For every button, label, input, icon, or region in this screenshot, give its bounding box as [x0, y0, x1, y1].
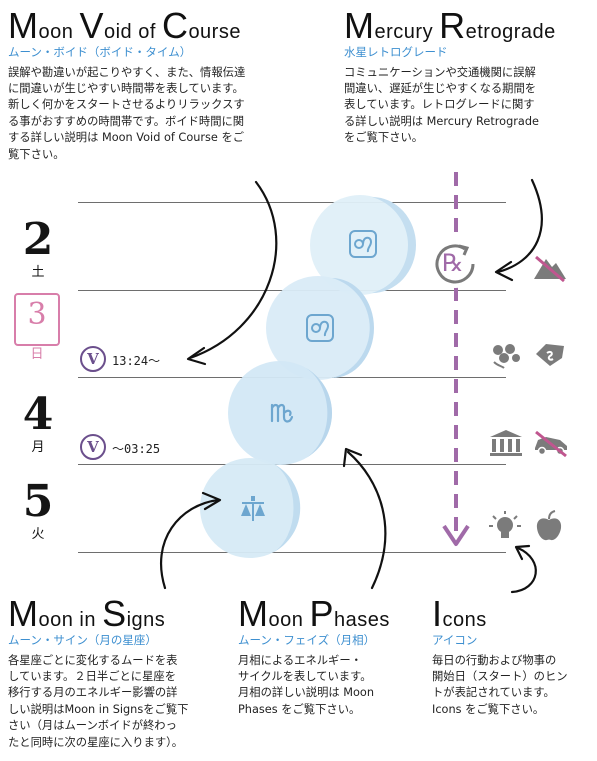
moon-void-description: 誤解や勘違いが起こりやすく、また、情報伝達 に間違いが生じやすい時間帯を表してい…	[8, 65, 246, 161]
bank-icon	[488, 428, 524, 458]
section-moon-phases: Moon Phases ムーン・フェイズ（月相） 月相によるエネルギー・ サイク…	[238, 596, 423, 718]
car-crossed-icon	[532, 428, 570, 458]
section-mercury: Mercury Retrograde 水星レトログレード コミュニケーションや交…	[344, 8, 594, 147]
date-number: 3	[27, 297, 47, 332]
mountain-crossed-icon	[532, 253, 568, 283]
moon-phases-description: 月相によるエネルギー・ サイクルを表しています。 月相の詳しい説明は Moon …	[238, 653, 374, 716]
row-divider	[78, 464, 506, 465]
weekday-label: 日	[30, 347, 44, 362]
retrograde-dashed-arrow	[442, 172, 470, 546]
row-divider	[78, 202, 506, 203]
idea-bulb-icon	[488, 510, 522, 544]
row-divider	[78, 552, 506, 553]
icons-title: Icons	[432, 593, 487, 634]
section-moon-void: Moon Void of Course ムーン・ボイド（ボイド・タイム） 誤解や…	[8, 8, 318, 163]
moon-day-3	[266, 276, 374, 380]
apple-icon	[534, 510, 564, 542]
moon-day-2	[310, 195, 416, 295]
mercury-subtitle: 水星レトログレード	[344, 45, 448, 59]
void-badge-icon: V	[80, 346, 106, 372]
moon-day-5	[200, 458, 301, 558]
date-cell: 4 月	[8, 389, 68, 455]
section-moon-signs: Moon in Signs ムーン・サイン（月の星座） 各星座ごとに変化するムー…	[8, 596, 243, 751]
weekday-label: 土	[31, 265, 45, 280]
moon-signs-title: Moon in Signs	[8, 593, 166, 634]
section-icons: Icons アイコン 毎日の行動および物事の 開始日（スタート）のヒン トが表記…	[432, 596, 592, 718]
date-cell-today: 3 日	[7, 297, 67, 362]
date-cell: 2 土	[8, 214, 68, 280]
icons-description: 毎日の行動および物事の 開始日（スタート）のヒン トが表記されています。 Ico…	[432, 653, 568, 716]
weekday-label: 月	[31, 440, 45, 455]
moon-signs-subtitle: ムーン・サイン（月の星座）	[8, 633, 157, 647]
date-number: 5	[22, 476, 54, 527]
moon-signs-description: 各星座ごとに変化するムードを表 しています。２日半ごとに星座を 移行する月のエネ…	[8, 653, 189, 749]
retrograde-rx-icon: ℞	[431, 240, 479, 288]
mercury-title: Mercury Retrograde	[344, 5, 556, 46]
retrograde-symbol: ℞	[442, 249, 464, 277]
virgo-sign-icon	[268, 399, 296, 427]
void-badge-icon: V	[80, 434, 106, 460]
moon-phases-title: Moon Phases	[238, 593, 390, 634]
today-highlight	[14, 293, 60, 346]
date-cell: 5 火	[8, 476, 68, 542]
leo-sign-icon	[349, 230, 377, 258]
weekday-label: 火	[31, 527, 45, 542]
libra-sign-icon	[238, 494, 268, 524]
void-end-time: 〜03:25	[112, 442, 161, 456]
moon-void-title: Moon Void of Course	[8, 5, 241, 46]
date-number: 2	[22, 214, 54, 265]
mercury-description: コミュニケーションや交通機関に誤解 間違い、遅延が生じやすくなる期間を 表してい…	[344, 65, 539, 145]
flower-icon	[488, 340, 524, 370]
money-icon	[532, 340, 568, 370]
moon-phases-subtitle: ムーン・フェイズ（月相）	[238, 633, 376, 647]
moon-day-4	[228, 361, 333, 465]
icons-subtitle: アイコン	[432, 633, 478, 647]
void-start-time: 13:24〜	[112, 354, 161, 368]
moon-void-subtitle: ムーン・ボイド（ボイド・タイム）	[8, 45, 192, 59]
leo-sign-icon	[306, 314, 334, 342]
date-number: 4	[22, 389, 54, 440]
